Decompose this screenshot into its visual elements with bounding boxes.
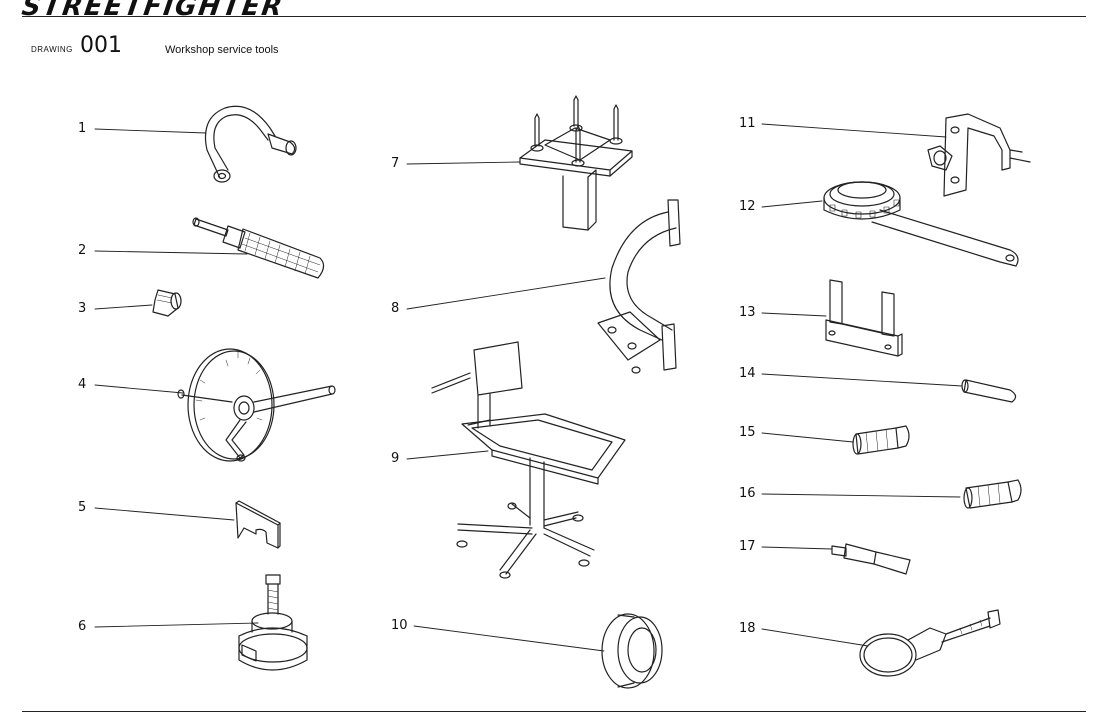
callout-14: 14 [739,366,756,381]
callout-5: 5 [78,500,87,515]
leader-2 [94,250,248,255]
top-rule [22,16,1086,17]
tool-13-fork-holder-icon [825,279,903,357]
callout-3: 3 [78,301,87,316]
callout-4: 4 [78,377,87,392]
tool-12-pin-wrench-icon [823,181,1019,267]
leader-9 [406,450,489,460]
tool-2-knurled-handle-tool-icon [192,217,325,279]
callout-11: 11 [739,116,756,131]
tool-3-small-knurled-nut-icon [152,289,182,317]
drawing-title: Workshop service tools [165,44,279,56]
callout-15: 15 [739,425,756,440]
leader-14 [761,373,963,387]
callout-2: 2 [78,243,87,258]
tool-6-puller-icon [238,574,308,671]
callout-7: 7 [391,156,400,171]
callout-16: 16 [739,486,756,501]
leader-17 [761,546,833,550]
tool-4-degree-wheel-icon [177,348,336,462]
callout-10: 10 [391,618,408,633]
leader-7 [406,161,521,165]
leader-13 [761,312,827,317]
tool-11-bracket-icon [927,113,1031,197]
tool-10-ring-icon [601,613,663,689]
leader-8 [406,277,606,310]
tool-14-pin-icon [961,379,1017,403]
leader-5 [94,507,235,521]
callout-1: 1 [78,121,87,136]
tool-1-hook-wrench-icon [204,105,297,183]
tool-18-strap-wrench-icon [859,609,1001,677]
callout-6: 6 [78,619,87,634]
leader-15 [761,432,854,443]
leader-1 [94,128,207,134]
bottom-rule [22,711,1086,712]
tool-9-engine-stand-icon [431,341,626,579]
callout-8: 8 [391,301,400,316]
leader-6 [94,622,259,628]
callout-9: 9 [391,451,400,466]
leader-12 [761,200,823,208]
tool-8-support-arm-icon [597,199,681,374]
callout-17: 17 [739,539,756,554]
leader-10 [413,625,605,652]
tool-7-engine-mount-plate-icon [519,95,633,231]
callout-18: 18 [739,621,756,636]
drawing-label: DRAWING [31,45,73,54]
tool-15-knurled-driver-icon [852,425,910,455]
callout-13: 13 [739,305,756,320]
drawing-number: 001 [80,33,122,58]
leader-lines [94,123,963,652]
leader-18 [761,628,869,647]
tool-16-knurled-driver-icon [963,479,1022,509]
tool-5-slotted-plate-icon [235,500,281,549]
leader-16 [761,493,961,498]
leader-4 [94,384,184,394]
tool-17-pen-tool-icon [831,543,911,575]
leader-3 [94,304,153,310]
callout-12: 12 [739,199,756,214]
leader-11 [761,123,947,138]
